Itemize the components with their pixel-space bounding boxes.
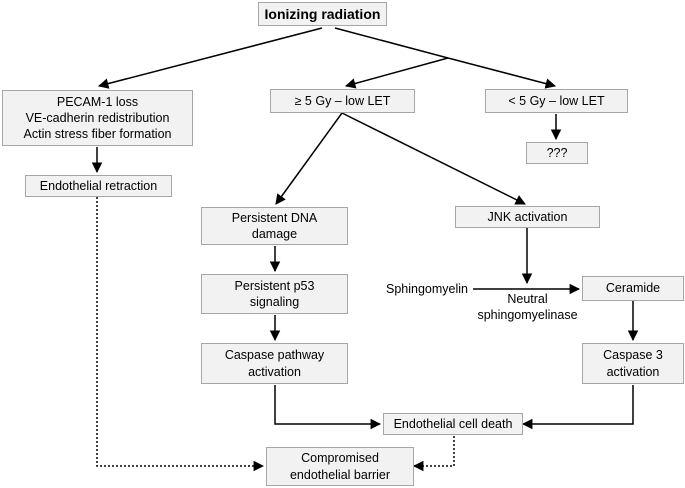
arrow-high-dose-to-jnk [341, 112, 526, 205]
caspase-pathway-box: Caspase pathway activation [201, 343, 348, 384]
arrow-high-dose-to-dna-damage [275, 112, 343, 205]
arrow-caspase3-to-cell-death [521, 385, 634, 430]
low-dose-box: < 5 Gy – low LET [485, 89, 628, 113]
sphingomyelin-label: Sphingomyelin [386, 282, 468, 296]
arrow-ionizing-to-pecam [97, 27, 323, 89]
arrow-split-to-low-dose [447, 57, 557, 89]
line-ionizing-split [334, 27, 449, 59]
low-dose-label: < 5 Gy – low LET [508, 93, 605, 108]
barrier-label: Compromised endothelial barrier [289, 451, 391, 482]
unknown-box: ??? [526, 142, 588, 164]
pecam-box: PECAM-1 loss VE-cadherin redistribution … [2, 90, 193, 146]
ceramide-label: Ceramide [605, 281, 661, 296]
dna-damage-box: Persistent DNA damage [201, 207, 348, 245]
dna-damage-label: Persistent DNA damage [231, 210, 318, 241]
retraction-label: Endothelial retraction [39, 178, 158, 193]
jnk-box: JNK activation [455, 206, 600, 228]
ceramide-box: Ceramide [582, 276, 684, 301]
ionizing-radiation-box: Ionizing radiation [258, 2, 387, 26]
dotted-cell-death-to-barrier [412, 436, 455, 472]
retraction-box: Endothelial retraction [25, 175, 172, 197]
caspase3-label: Caspase 3 activation [603, 348, 663, 379]
caspase3-box: Caspase 3 activation [582, 343, 684, 384]
ionizing-radiation-label: Ionizing radiation [264, 5, 381, 22]
high-dose-box: ≥ 5 Gy – low LET [270, 89, 415, 113]
p53-box: Persistent p53 signaling [201, 274, 348, 314]
dotted-retraction-to-barrier [96, 197, 265, 472]
arrow-split-to-high-dose [344, 57, 449, 89]
cell-death-label: Endothelial cell death [393, 416, 513, 431]
unknown-label: ??? [546, 145, 568, 160]
cell-death-box: Endothelial cell death [383, 413, 523, 435]
arrow-caspase-pathway-to-cell-death [274, 385, 382, 430]
p53-label: Persistent p53 signaling [234, 278, 315, 309]
caspase-pathway-label: Caspase pathway activation [224, 348, 325, 379]
pecam-label: PECAM-1 loss VE-cadherin redistribution … [23, 94, 172, 142]
jnk-label: JNK activation [487, 209, 568, 224]
high-dose-label: ≥ 5 Gy – low LET [294, 93, 391, 108]
barrier-box: Compromised endothelial barrier [266, 447, 414, 486]
sphingomyelinase-label: Neutral sphingomyelinase [477, 292, 578, 323]
